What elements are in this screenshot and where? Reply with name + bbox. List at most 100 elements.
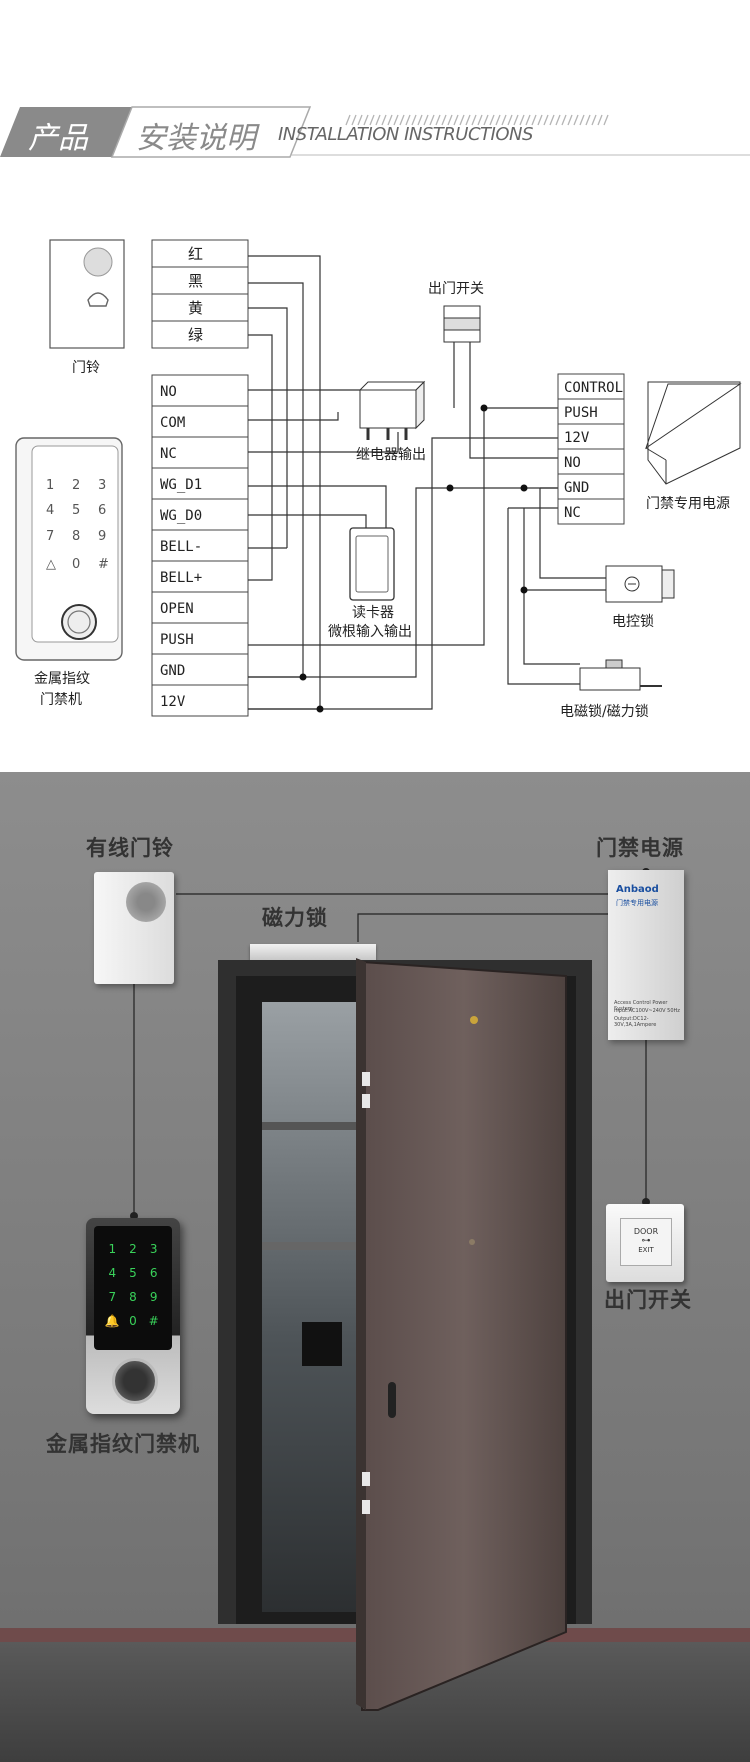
- relay-device: [358, 380, 426, 440]
- terminal-nc: NC: [160, 446, 177, 462]
- access-power-device: Anbaod 门禁专用电源 Access Control Power Syste…: [608, 870, 684, 1040]
- installation-scene: 有线门铃 门禁电源 磁力锁 出门开关 金属指纹门禁机 Anbaod 门禁专用电源…: [0, 772, 750, 1762]
- label-exit-button: 出门开关: [604, 1288, 692, 1312]
- svg-text:1: 1: [46, 478, 54, 493]
- badge-shape: [0, 107, 132, 157]
- terminal-push: PUSH: [160, 632, 194, 648]
- speaker-grille-icon: [83, 247, 113, 277]
- power-spec-3: Output:DC12-30V,3A,1Ampere: [614, 1016, 657, 1028]
- color-row-green: 绿: [188, 326, 203, 344]
- label-relay: 继电器输出: [356, 447, 426, 463]
- exit-button-device: DOOR ⊶ EXIT: [606, 1204, 684, 1282]
- key-0[interactable]: 0: [129, 1314, 137, 1328]
- power-nc: NC: [564, 505, 581, 521]
- fingerprint-sensor-icon[interactable]: [112, 1358, 158, 1404]
- svg-text:2: 2: [72, 478, 80, 493]
- wires: [248, 255, 606, 710]
- key-1[interactable]: 1: [108, 1242, 117, 1256]
- svg-text:3: 3: [98, 478, 106, 493]
- label-electric-lock: 电控锁: [612, 614, 654, 630]
- label-card-reader-1: 读卡器: [352, 604, 394, 621]
- instructions-section: 产品 安装说明 INSTALLATION INSTRUCTIONS 门铃 1 2 3…: [0, 0, 750, 780]
- lock-bolts: [362, 1072, 370, 1514]
- label-doorbell: 门铃: [72, 360, 100, 376]
- hatch-pattern: [345, 114, 609, 126]
- svg-text:4: 4: [46, 503, 54, 518]
- terminal-bell-plus: BELL+: [160, 570, 202, 586]
- power-sub: 门禁专用电源: [616, 899, 658, 907]
- svg-text:8: 8: [72, 529, 80, 544]
- speaker-grille-icon: [126, 882, 166, 922]
- power-spec-2: Input:AC100V~240V 50Hz: [614, 1008, 680, 1014]
- color-row-yellow: 黄: [188, 299, 203, 317]
- key-bell[interactable]: 🔔: [104, 1314, 120, 1328]
- exit-button-face: DOOR ⊶ EXIT: [620, 1218, 672, 1266]
- terminal-open: OPEN: [160, 601, 194, 617]
- key-9[interactable]: 9: [149, 1290, 158, 1304]
- svg-text:#: #: [98, 557, 109, 572]
- label-exit-switch: 出门开关: [428, 281, 484, 297]
- power-push: PUSH: [564, 405, 598, 421]
- fingerprint-icon: [61, 604, 97, 640]
- exit-label-exit: EXIT: [638, 1246, 654, 1254]
- svg-text:7: 7: [46, 529, 54, 544]
- svg-text:6: 6: [98, 503, 106, 518]
- label-magnetic-lock-scene: 磁力锁: [262, 906, 328, 930]
- office-view: [262, 1002, 366, 1612]
- terminal-no: NO: [160, 384, 177, 400]
- key-6[interactable]: 6: [149, 1266, 158, 1280]
- power-brand: Anbaod: [616, 884, 659, 895]
- label-fingerprint-reader: 金属指纹门禁机: [46, 1432, 200, 1456]
- monitor-icon: [302, 1322, 342, 1366]
- color-wire-table: 红 黑 黄 绿: [151, 239, 249, 349]
- svg-text:0: 0: [72, 557, 80, 572]
- power-terminal-table: CONTROL PUSH 12V NO GND NC: [557, 373, 625, 525]
- power-spec-1: Access Control Power System: [614, 1000, 668, 1012]
- label-magnetic-lock: 电磁锁/磁力锁: [560, 704, 649, 720]
- key-3[interactable]: 3: [149, 1242, 158, 1256]
- electric-lock-device: [605, 565, 675, 603]
- wired-doorbell-device: [94, 872, 174, 984]
- key-5[interactable]: 5: [129, 1266, 137, 1280]
- peephole-icon: [470, 1016, 478, 1024]
- terminal-com: COM: [160, 415, 185, 431]
- title-cn: 安装说明: [136, 121, 256, 156]
- label-card-reader-2: 微根输入输出: [328, 624, 412, 640]
- power-12v: 12V: [564, 430, 590, 446]
- door-handle-icon: [388, 1382, 396, 1418]
- title-en: INSTALLATION INSTRUCTIONS: [278, 124, 533, 145]
- magnetic-lock-device-scene: [250, 944, 376, 964]
- bell-icon: [87, 292, 109, 307]
- key-icon: ⊶: [641, 1236, 651, 1246]
- magnetic-lock-device: [579, 659, 662, 691]
- terminal-bell-minus: BELL-: [160, 539, 202, 555]
- label-access-power: 门禁电源: [596, 836, 684, 860]
- keypad-panel: 1 2 3 4 5 6 7 8 9 🔔 0 #: [94, 1226, 172, 1350]
- label-power-supply: 门禁专用电源: [646, 496, 730, 512]
- svg-text:△: △: [46, 557, 56, 572]
- exit-label-door: DOOR: [633, 1227, 659, 1236]
- wire-junctions: [299, 404, 528, 713]
- color-row-black: 黑: [188, 272, 203, 290]
- key-4[interactable]: 4: [108, 1266, 117, 1280]
- card-reader-device: [349, 527, 395, 601]
- power-no: NO: [564, 455, 581, 471]
- power-control: CONTROL: [564, 380, 623, 396]
- key-hash[interactable]: #: [148, 1314, 159, 1328]
- color-row-red: 红: [188, 245, 203, 263]
- header-banner: [0, 106, 750, 158]
- key-8[interactable]: 8: [129, 1290, 137, 1304]
- terminal-12v: 12V: [160, 694, 186, 710]
- label-wired-doorbell: 有线门铃: [86, 836, 174, 860]
- key-2[interactable]: 2: [129, 1242, 137, 1256]
- key-7[interactable]: 7: [108, 1290, 117, 1304]
- svg-text:5: 5: [72, 503, 80, 518]
- fingerprint-reader-scene: 1 2 3 4 5 6 7 8 9 🔔 0 #: [86, 1218, 180, 1414]
- badge-text: 产品: [28, 121, 88, 156]
- terminal-table: NO COM NC WG_D1 WG_D0 BELL- BELL+ OPEN P…: [151, 374, 249, 717]
- label-reader-2: 门禁机: [40, 692, 82, 708]
- power-gnd: GND: [564, 480, 589, 496]
- terminal-gnd: GND: [160, 663, 185, 679]
- svg-text:9: 9: [98, 529, 106, 544]
